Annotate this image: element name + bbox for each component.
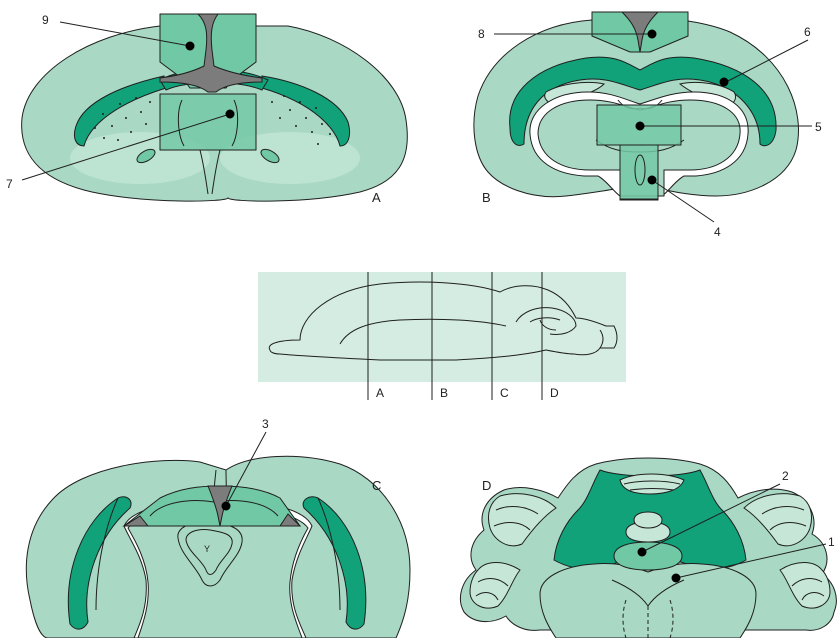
section-c-aqueduct-mark: Y bbox=[204, 544, 210, 554]
section-d-ventricle-top bbox=[634, 512, 662, 528]
callout-number-7: 7 bbox=[6, 177, 13, 191]
callout-number-2: 2 bbox=[782, 469, 789, 483]
callout-dot-8 bbox=[648, 30, 657, 39]
section-panel-b bbox=[474, 12, 799, 200]
panel-letter-d: D bbox=[482, 478, 491, 493]
panel-letter-c: C bbox=[372, 478, 381, 493]
callout-number-9: 9 bbox=[42, 13, 49, 27]
overview-sagittal: A B C D bbox=[258, 272, 626, 400]
callout-dot-5 bbox=[636, 122, 645, 131]
callout-number-1: 1 bbox=[828, 535, 835, 549]
panel-letter-b: B bbox=[482, 190, 491, 205]
section-d-medulla bbox=[540, 563, 756, 638]
section-b-highlight-box-4 bbox=[620, 145, 658, 199]
overview-cut-label-b: B bbox=[440, 386, 448, 400]
callout-dot-6 bbox=[720, 78, 729, 87]
callout-dot-4 bbox=[648, 176, 657, 185]
section-a-highlight-box bbox=[160, 94, 256, 150]
callout-dot-7 bbox=[226, 110, 235, 119]
callout-number-5: 5 bbox=[815, 120, 822, 134]
callout-dot-2 bbox=[638, 548, 647, 557]
callout-number-8: 8 bbox=[478, 27, 485, 41]
overview-cut-label-c: C bbox=[500, 386, 509, 400]
overview-cut-label-d: D bbox=[550, 386, 559, 400]
callout-number-3: 3 bbox=[262, 417, 269, 431]
callout-number-4: 4 bbox=[714, 225, 721, 239]
callout-number-6: 6 bbox=[804, 25, 811, 39]
callout-dot-1 bbox=[672, 574, 681, 583]
section-d-nucleus-highlight bbox=[614, 542, 682, 570]
callout-dot-3 bbox=[222, 502, 231, 511]
overview-cut-label-a: A bbox=[376, 386, 384, 400]
section-panel-c: Y bbox=[26, 456, 410, 638]
section-panel-a bbox=[22, 14, 408, 201]
section-panel-d bbox=[460, 458, 836, 638]
panel-letter-a: A bbox=[372, 190, 381, 205]
callout-dot-9 bbox=[186, 42, 195, 51]
